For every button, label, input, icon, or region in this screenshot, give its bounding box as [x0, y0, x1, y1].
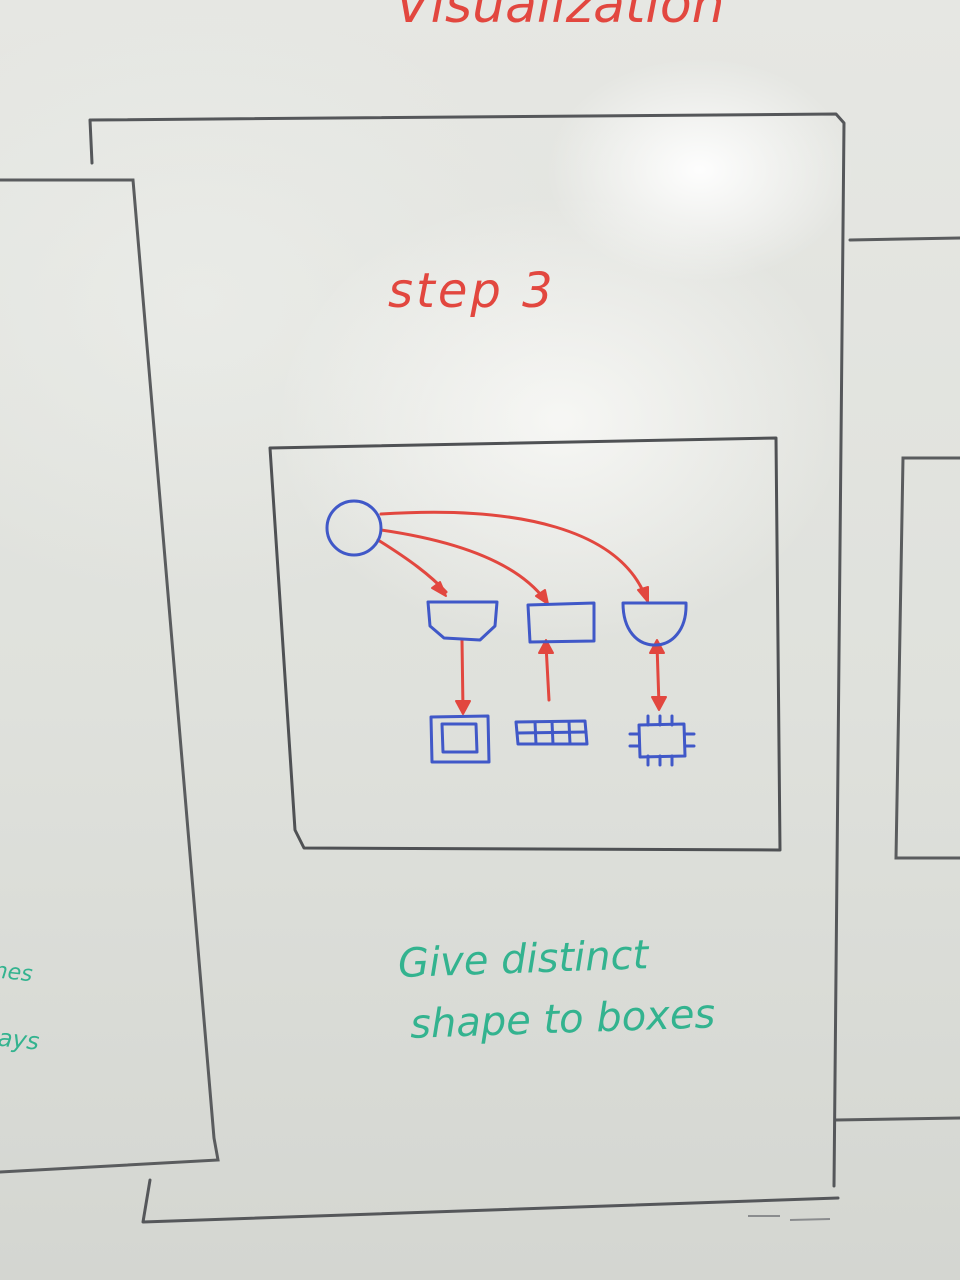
arrow-grid-to-rectangle	[544, 643, 551, 702]
left-panel	[0, 178, 220, 1174]
arrowheads	[431, 581, 667, 715]
arrow-to-cup	[379, 510, 648, 600]
rectangle-box-icon	[526, 601, 596, 644]
source-circle-icon	[325, 499, 383, 557]
right-panel-upper	[834, 236, 960, 1122]
step-title: step 3	[388, 263, 556, 319]
arrow-to-rectangle	[379, 528, 547, 602]
step-card	[88, 112, 846, 1224]
trapezoid-box-icon	[426, 600, 499, 642]
arrows	[376, 510, 661, 712]
caption-line-1: Give distinct	[397, 932, 650, 987]
arrow-trapezoid-to-square	[460, 638, 465, 712]
marker-smudge	[748, 1215, 831, 1221]
framed-square-icon	[429, 714, 491, 764]
diagram-frame	[268, 436, 782, 852]
left-panel-text-1: …ones	[0, 955, 34, 988]
top-heading: Visualization	[395, 0, 725, 35]
chip-icon	[628, 714, 696, 767]
caption-line-2: shape to boxes	[409, 991, 716, 1048]
right-panel-lower	[894, 456, 960, 860]
grid-strip-icon	[514, 719, 589, 746]
left-panel-text-2: …elays	[0, 1019, 41, 1056]
arrow-cup-chip	[655, 643, 661, 707]
cup-box-icon	[621, 601, 688, 647]
